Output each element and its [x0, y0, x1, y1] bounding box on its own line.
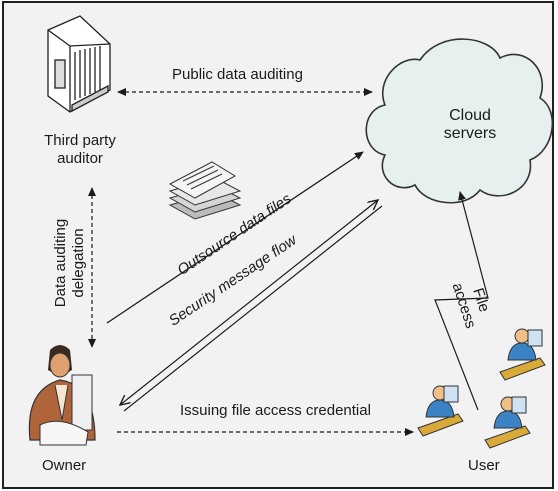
- owner-label: Owner: [42, 457, 87, 474]
- cloud-label-line1: Cloud: [449, 107, 491, 124]
- cloud-label: Cloud servers: [410, 107, 530, 143]
- auditor-label-line2: auditor: [57, 150, 103, 167]
- user-figure-icon: [499, 328, 546, 381]
- delegation-label: Data auditing delegation: [52, 203, 88, 323]
- user-label: User: [468, 457, 500, 474]
- edge-file-access: [434, 191, 489, 411]
- cloud-label-line2: servers: [443, 125, 497, 142]
- delegation-label-line2: delegation: [70, 228, 87, 298]
- user-figure-icon: [484, 396, 531, 449]
- building-icon: [47, 15, 111, 113]
- edge-security-flow-b: [123, 205, 383, 412]
- cloud-icon: [365, 38, 554, 204]
- auditor-label: Third party auditor: [30, 132, 130, 168]
- credential-label: Issuing file access credential: [180, 402, 371, 419]
- auditor-label-line1: Third party: [44, 132, 116, 149]
- public-auditing-label: Public data auditing: [172, 66, 303, 83]
- owner-figure-icon: [28, 345, 96, 446]
- user-figure-icon: [417, 385, 464, 437]
- delegation-label-line1: Data auditing: [52, 218, 69, 308]
- edge-security-flow-a: [120, 200, 378, 405]
